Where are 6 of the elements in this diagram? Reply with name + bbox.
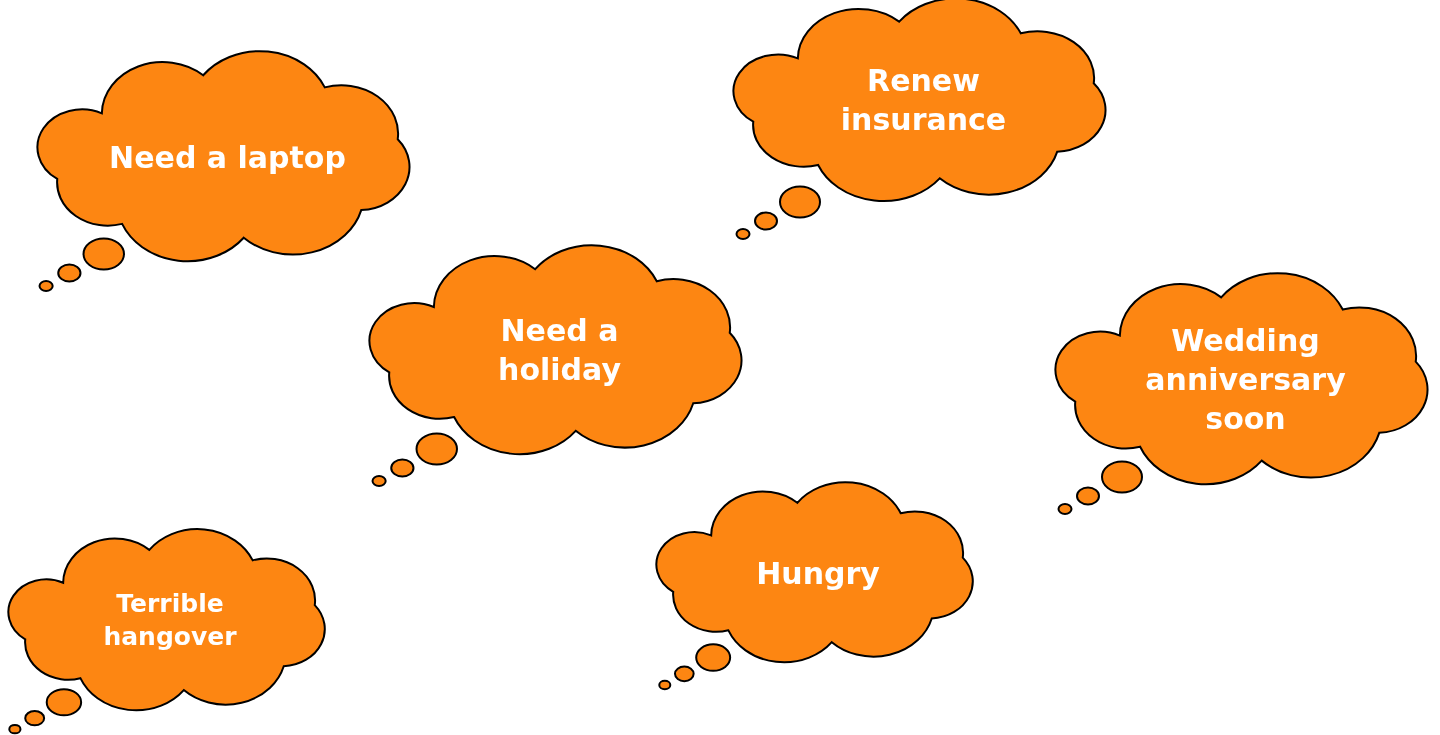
thought-text: Hungry (755, 554, 881, 592)
thought-text: Terrible hangover (102, 587, 238, 652)
thought-text: Renew insurance (839, 62, 1008, 139)
thought-text: Wedding anniversary soon (1144, 321, 1347, 438)
thought-text: Need a holiday (497, 312, 622, 389)
thought-text: Need a laptop (108, 138, 347, 176)
